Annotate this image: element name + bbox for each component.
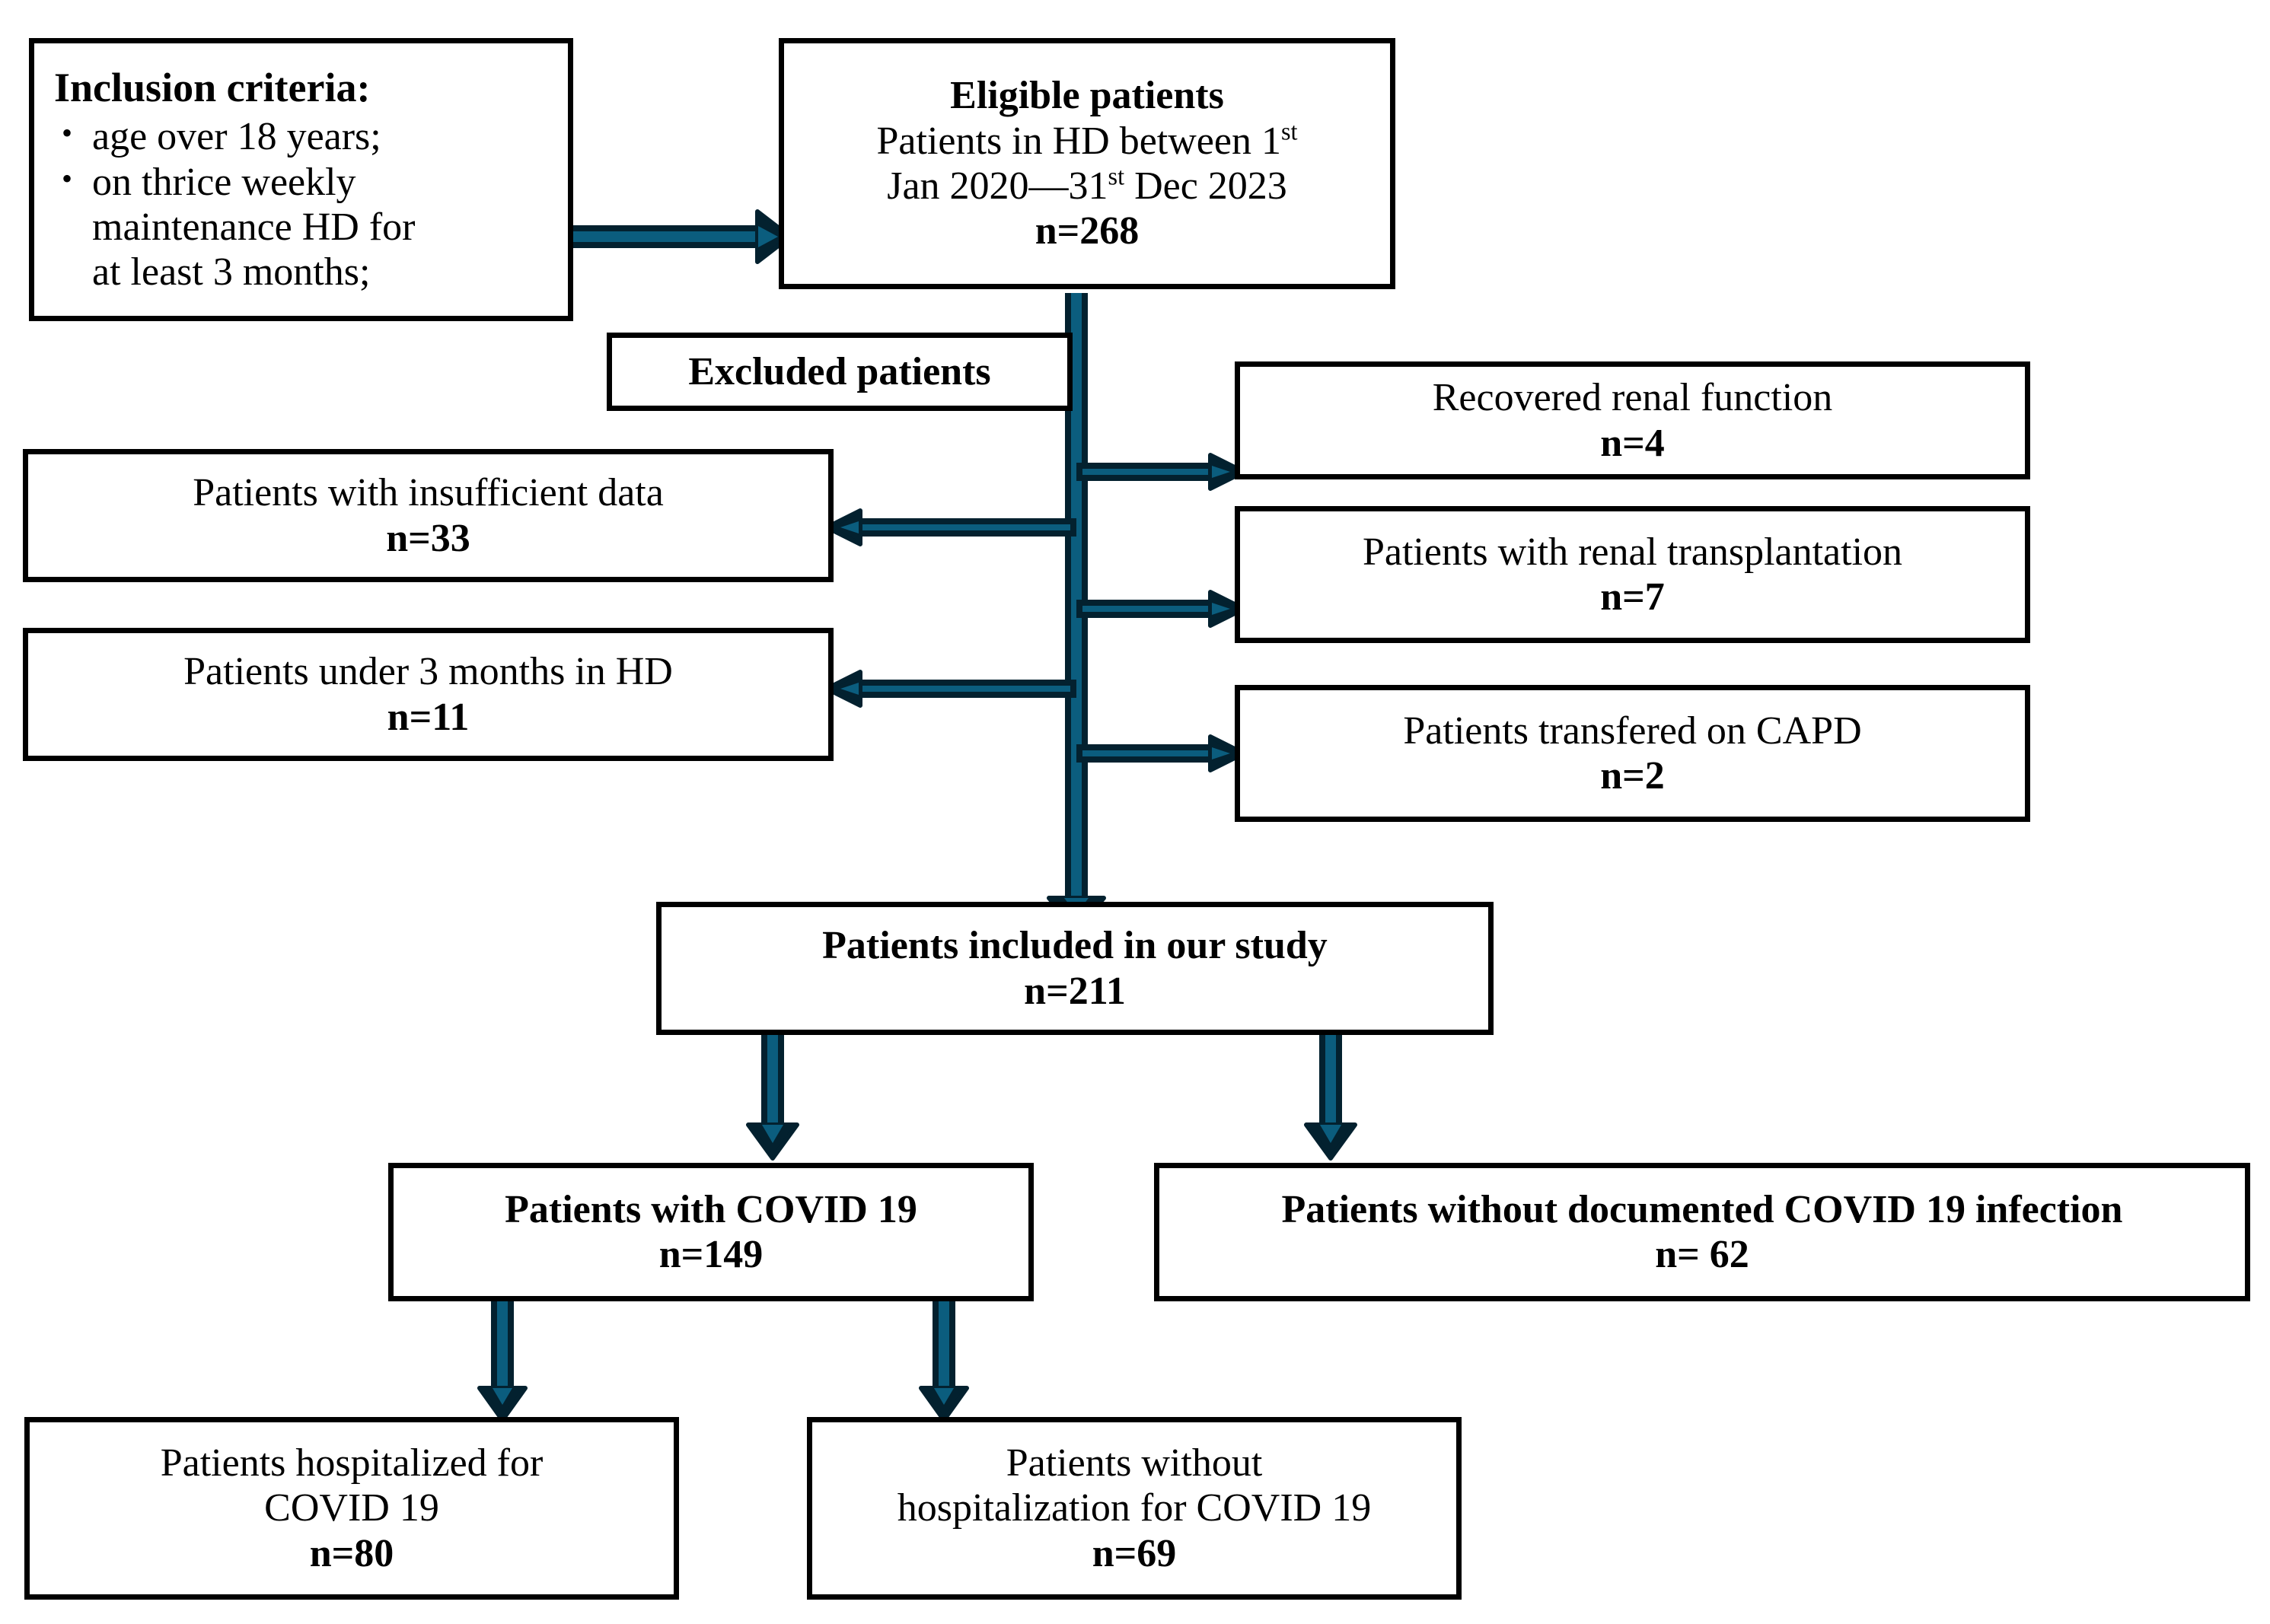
arrow-inclusion-to-eligible bbox=[572, 209, 792, 264]
patients-hospitalized-line-1: Patients hospitalized for bbox=[160, 1441, 544, 1485]
node-recovered-renal-function: Recovered renal function n=4 bbox=[1235, 361, 2030, 479]
patients-with-covid-label: Patients with COVID 19 bbox=[505, 1187, 917, 1231]
node-eligible-patients: Eligible patients Patients in HD between… bbox=[779, 38, 1395, 289]
node-patients-included: Patients included in our study n=211 bbox=[656, 902, 1494, 1035]
arrow-included-to-without-covid bbox=[1304, 1031, 1357, 1161]
arrow-trunk-to-under-3-months bbox=[824, 670, 1076, 708]
inclusion-criteria-bullet-1-text: age over 18 years; bbox=[92, 115, 381, 159]
bullet-2-line-1: on thrice weekly bbox=[92, 160, 356, 204]
bullet-dot-icon: • bbox=[62, 161, 73, 196]
eligible-line-1-superscript: st bbox=[1280, 117, 1298, 145]
bullet-dot-icon: • bbox=[62, 116, 73, 151]
node-under-3-months-hd: Patients under 3 months in HD n=11 bbox=[23, 628, 834, 761]
node-patients-without-covid: Patients without documented COVID 19 inf… bbox=[1154, 1163, 2250, 1301]
insufficient-data-label: Patients with insufficient data bbox=[193, 471, 664, 515]
patients-hospitalized-count: n=80 bbox=[309, 1531, 394, 1575]
node-renal-transplantation: Patients with renal transplantation n=7 bbox=[1235, 506, 2030, 643]
recovered-renal-function-label: Recovered renal function bbox=[1432, 376, 1833, 420]
patients-not-hospitalized-line-1: Patients without bbox=[1006, 1441, 1263, 1485]
patients-included-label: Patients included in our study bbox=[822, 924, 1328, 968]
arrow-included-to-with-covid bbox=[746, 1031, 799, 1161]
patients-without-covid-label: Patients without documented COVID 19 inf… bbox=[1281, 1187, 2123, 1231]
insufficient-data-count: n=33 bbox=[386, 516, 470, 560]
node-patients-with-covid: Patients with COVID 19 n=149 bbox=[388, 1163, 1034, 1301]
node-excluded-patients-label: Excluded patients bbox=[607, 333, 1073, 411]
node-inclusion-criteria: Inclusion criteria: • age over 18 years;… bbox=[29, 38, 573, 321]
eligible-count: n=268 bbox=[1035, 209, 1140, 253]
inclusion-criteria-bullet-2-text: on thrice weekly maintenance HD for at l… bbox=[92, 160, 548, 295]
inclusion-criteria-bullet-2: • on thrice weekly maintenance HD for at… bbox=[54, 160, 548, 295]
eligible-heading: Eligible patients bbox=[950, 74, 1224, 118]
renal-transplantation-label: Patients with renal transplantation bbox=[1362, 530, 1903, 574]
transfered-capd-count: n=2 bbox=[1600, 754, 1665, 798]
arrow-trunk-to-insufficient-data bbox=[824, 508, 1076, 546]
renal-transplantation-count: n=7 bbox=[1600, 575, 1665, 619]
inclusion-criteria-bullet-1: • age over 18 years; bbox=[54, 114, 548, 159]
recovered-renal-function-count: n=4 bbox=[1600, 421, 1665, 465]
patients-included-count: n=211 bbox=[1024, 969, 1126, 1013]
bullet-2-line-3: at least 3 months; bbox=[92, 250, 371, 295]
patients-not-hospitalized-count: n=69 bbox=[1092, 1531, 1177, 1575]
arrow-with-covid-to-hospitalized bbox=[477, 1301, 528, 1422]
node-patients-not-hospitalized: Patients without hospitalization for COV… bbox=[807, 1417, 1462, 1600]
patients-hospitalized-line-2: COVID 19 bbox=[264, 1486, 439, 1530]
arrow-trunk-to-recovered-renal bbox=[1076, 453, 1246, 491]
arrow-trunk-to-renal-transplantation bbox=[1076, 590, 1246, 628]
patients-without-covid-count: n= 62 bbox=[1655, 1233, 1749, 1276]
node-patients-hospitalized: Patients hospitalized for COVID 19 n=80 bbox=[24, 1417, 679, 1600]
bullet-2-line-2: maintenance HD for bbox=[92, 205, 416, 249]
under-3-months-hd-count: n=11 bbox=[387, 695, 470, 739]
eligible-line-2-superscript: st bbox=[1108, 162, 1125, 190]
transfered-capd-label: Patients transfered on CAPD bbox=[1403, 709, 1862, 753]
patients-with-covid-count: n=149 bbox=[658, 1233, 764, 1276]
arrow-trunk-to-capd bbox=[1076, 734, 1246, 772]
arrow-with-covid-to-not-hospitalized bbox=[919, 1301, 969, 1422]
node-transfered-capd: Patients transfered on CAPD n=2 bbox=[1235, 685, 2030, 822]
excluded-patients-label-text: Excluded patients bbox=[688, 349, 991, 393]
eligible-line-1: Patients in HD between 1st bbox=[876, 117, 1298, 163]
under-3-months-hd-label: Patients under 3 months in HD bbox=[183, 650, 673, 694]
node-insufficient-data: Patients with insufficient data n=33 bbox=[23, 449, 834, 582]
patients-not-hospitalized-line-2: hospitalization for COVID 19 bbox=[897, 1486, 1372, 1530]
inclusion-criteria-title: Inclusion criteria: bbox=[54, 64, 371, 110]
eligible-line-2: Jan 2020—31st Dec 2023 bbox=[887, 162, 1287, 208]
